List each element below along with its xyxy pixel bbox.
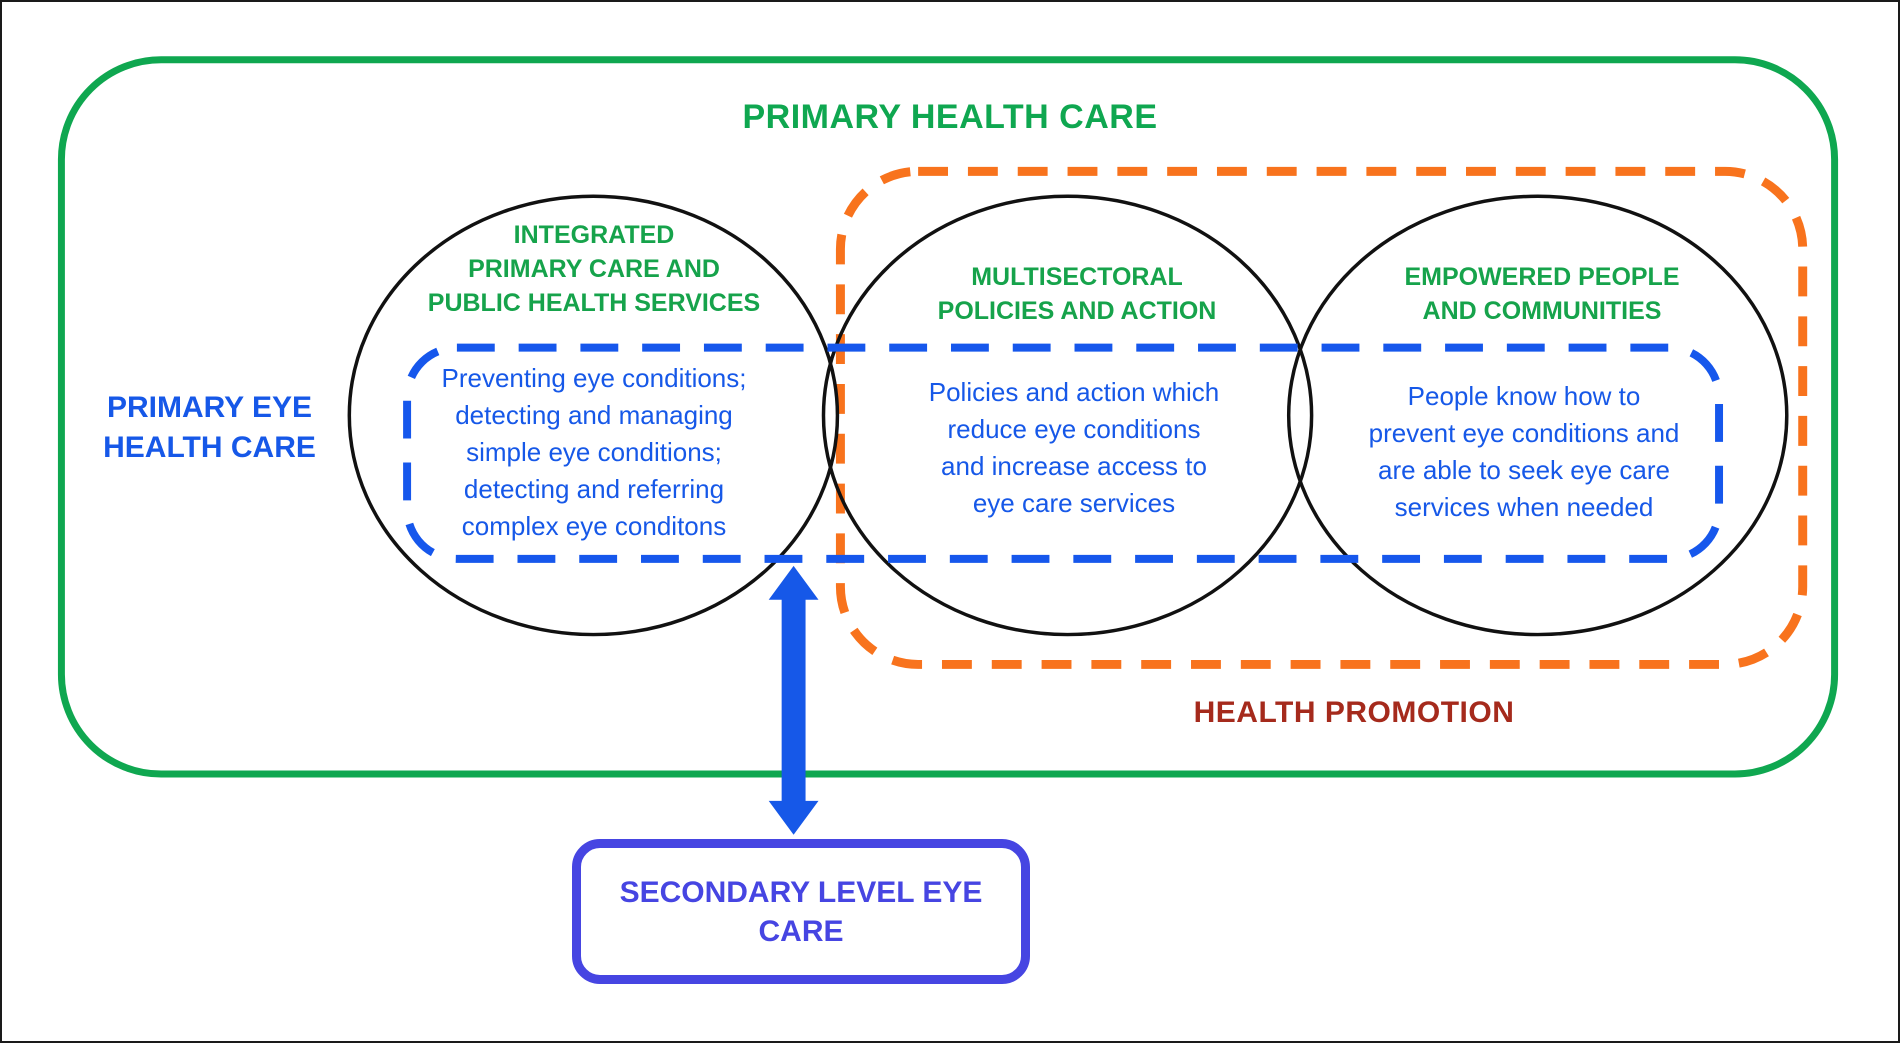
circle-1-body-text: Preventing eye conditions; detecting and… [441,363,747,541]
circle-2-heading: MULTISECTORAL POLICIES AND ACTION [937,263,1217,325]
diagram-title: PRIMARY HEALTH CARE [742,98,1158,136]
circle-3-body-text: People know how to prevent eye condition… [1368,381,1680,522]
health-promotion-outline [835,166,1808,669]
secondary-level-eye-care-label: SECONDARY LEVEL EYE CARE [619,875,983,948]
circle-2-body-text: Policies and action which reduce eye con… [928,377,1220,518]
primary-eye-health-care-label: PRIMARY EYE HEALTH CARE [103,391,316,464]
circle-empowered-people [1286,194,1789,637]
circle-multisectoral-policies [821,194,1314,637]
health-promotion-label: HEALTH PROMOTION [1193,696,1515,729]
double-arrow-to-secondary-care [768,565,819,835]
secondary-level-eye-care-box: SECONDARY LEVEL EYE CARE [572,839,1030,984]
circle-1-heading: INTEGRATED PRIMARY CARE AND PUBLIC HEALT… [427,221,761,317]
circle-3-heading: EMPOWERED PEOPLE AND COMMUNITIES [1404,263,1680,325]
circle-integrated-primary-care [347,194,840,637]
primary-health-care-outline [57,56,1839,778]
